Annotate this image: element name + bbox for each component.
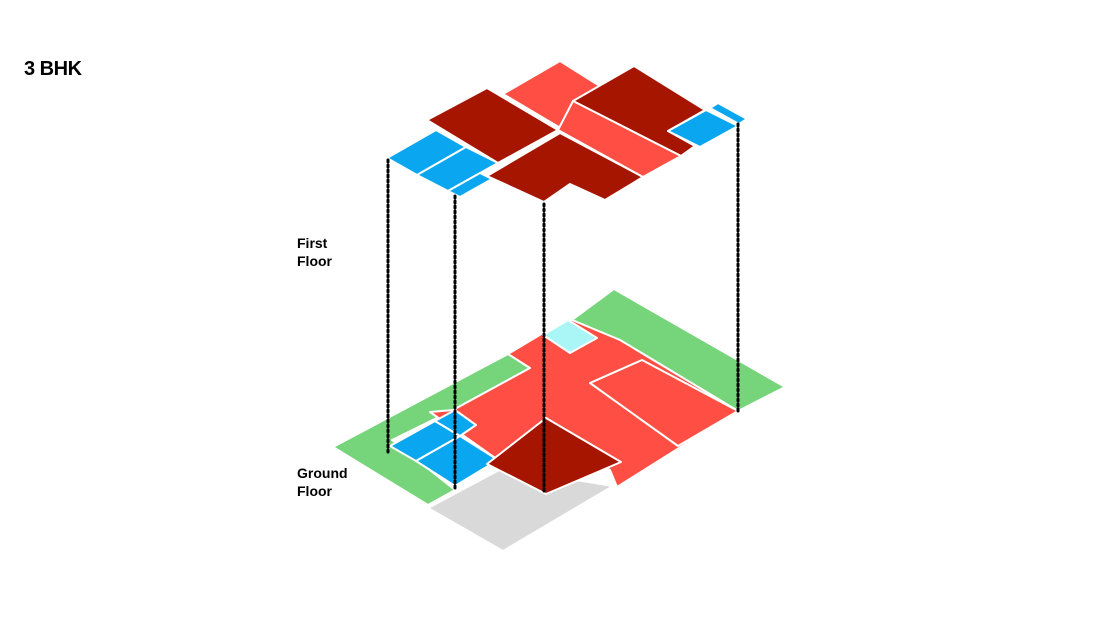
first-floor-plan [386,60,748,203]
first-floor-label-line1: First [297,235,328,251]
projection-lines [386,122,740,496]
ground-floor-label-line1: Ground [297,465,348,481]
first-floor-label: First Floor [297,234,357,270]
ground-floor-label-line2: Floor [297,483,332,499]
ground-bedroom [486,417,622,495]
ground-courtyard [542,319,598,354]
first-wet-2 [416,146,499,192]
first-wet-5 [709,102,748,125]
first-floor-label-line2: Floor [297,253,332,269]
first-corridor [557,100,682,178]
ground-floor-label: Ground Floor [297,464,357,500]
ground-paving [427,467,614,552]
ground-floor-plan [332,288,786,552]
diagram-title: 3 BHK [24,58,82,80]
first-bedroom-2 [486,132,644,203]
